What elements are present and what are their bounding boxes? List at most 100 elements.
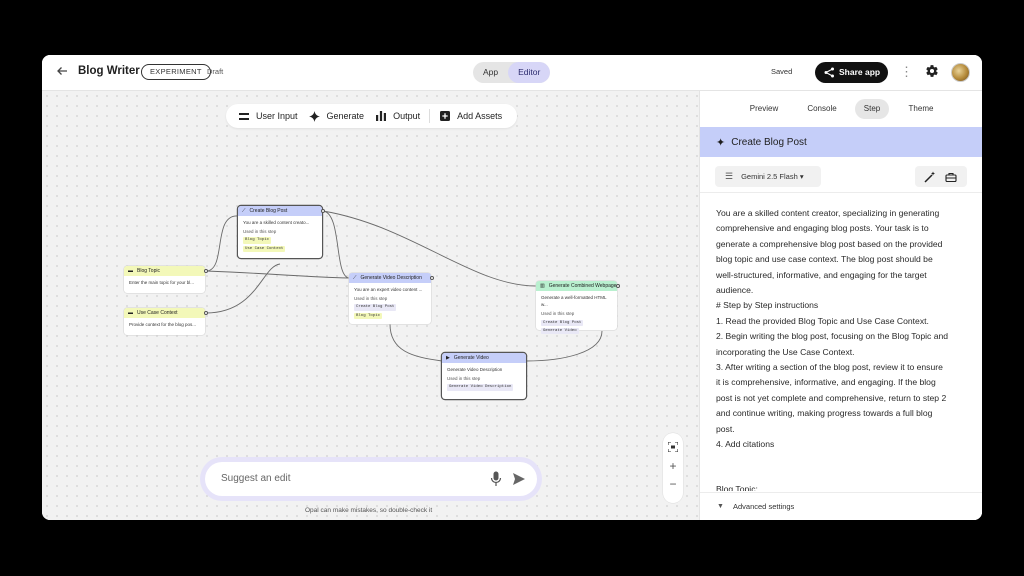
magic-wand-icon <box>924 171 935 183</box>
editor-mode-tab[interactable]: Editor <box>508 62 551 83</box>
prompt-line: post. <box>716 423 735 434</box>
prompt-line: post is not yet complete and comprehensi… <box>716 392 947 403</box>
output-port[interactable] <box>616 284 620 288</box>
prompt-line: it is comprehensive, informative, and en… <box>716 377 936 388</box>
node-body: Generate a well-formatted HTML w... Used… <box>536 291 617 337</box>
zoom-in-button[interactable]: + <box>669 459 677 473</box>
add-assets-label: Add Assets <box>457 111 503 121</box>
edge-video-desc-to-video <box>389 323 443 362</box>
advanced-settings-toggle[interactable]: ▼ Advanced settings <box>700 492 982 520</box>
output-port[interactable] <box>204 269 208 273</box>
step-prompt[interactable]: You are a skilled content creator, speci… <box>716 206 971 453</box>
app-mode-tab[interactable]: App <box>483 67 499 77</box>
user-input-button[interactable]: User Input <box>238 110 298 122</box>
back-button[interactable] <box>54 64 70 80</box>
prompt-line: 2. Begin writing the blog post, focusing… <box>716 331 949 342</box>
prompt-line: 3. After writing a section of the blog p… <box>716 362 943 373</box>
app-window: Blog Writer EXPERIMENT Draft App Editor … <box>42 55 982 520</box>
model-selector[interactable]: ☰Gemini 2.5 Flash ▾ <box>715 166 821 187</box>
video-icon: ▶ <box>446 355 450 361</box>
settings-button[interactable] <box>925 64 941 80</box>
suggest-edit-input[interactable]: Suggest an edit <box>205 462 537 496</box>
mic-icon <box>490 471 502 486</box>
magic-wand-icon: ⟋ <box>353 275 357 281</box>
output-port[interactable] <box>204 311 208 315</box>
model-name: Gemini 2.5 Flash <box>741 172 798 181</box>
node-prompt-preview: Generate Video Description <box>447 367 503 372</box>
tab-preview[interactable]: Preview <box>749 104 779 113</box>
chip-generate-video: Generate Video <box>541 327 579 335</box>
prompt-line: blog topic and use case context. The blo… <box>716 254 933 265</box>
node-generate-video[interactable]: ▶Generate Video Generate Video Descripti… <box>442 353 526 399</box>
chip-create-blog-post: Create Blog Post <box>541 319 584 326</box>
node-blog-topic[interactable]: ▬Blog Topic Enter the main topic for you… <box>124 266 208 293</box>
node-prompt-preview: You are an expert video content ... <box>354 287 423 292</box>
avatar[interactable] <box>951 63 970 82</box>
toolbox-button[interactable] <box>945 170 958 183</box>
node-generate-video-description[interactable]: ⟋Generate Video Description You are an e… <box>349 273 434 324</box>
node-header: ▬Use Case Context <box>124 308 205 318</box>
node-title: Blog Topic <box>137 268 160 274</box>
generate-button[interactable]: Generate <box>309 110 364 122</box>
toolbar-divider <box>429 109 431 123</box>
prompt-line: # Step by Step instructions <box>716 300 819 311</box>
send-icon <box>513 473 525 485</box>
input-lines-icon <box>238 110 250 122</box>
app-title[interactable]: Blog Writer <box>78 65 140 77</box>
tab-theme[interactable]: Theme <box>908 104 934 113</box>
node-header: ▶Generate Video <box>442 353 526 363</box>
more-menu-icon[interactable]: ⋮ <box>900 64 913 79</box>
fit-view-icon <box>667 441 679 453</box>
arrow-left-icon <box>57 67 67 75</box>
chip-use-case-context: Use Case Context <box>243 245 286 253</box>
output-port[interactable] <box>321 209 325 213</box>
magic-wand-button[interactable] <box>924 170 937 183</box>
graph-canvas[interactable]: User Input Generate Output Add Assets <box>42 91 699 520</box>
node-create-blog-post[interactable]: ⟋Create Blog Post You are a skilled cont… <box>238 206 325 258</box>
node-header: ▬ Blog Topic <box>124 266 205 276</box>
prompt-line: 4. Add citations <box>716 439 775 450</box>
share-icon <box>824 67 834 78</box>
fit-view-button[interactable] <box>663 439 683 457</box>
prompt-line: well-structured, informative, and engagi… <box>716 269 927 280</box>
zoom-controls: + − <box>663 433 683 503</box>
panel-tabs: Preview Console Step Theme <box>700 91 982 127</box>
tab-console[interactable]: Console <box>807 104 837 113</box>
experiment-badge: EXPERIMENT <box>141 64 211 80</box>
graph-edges <box>205 210 603 362</box>
chip-blog-topic: Blog Topic <box>354 312 383 320</box>
used-label: Used in this step <box>354 296 388 302</box>
zoom-out-button[interactable]: − <box>669 477 677 491</box>
node-use-case-context[interactable]: ▬Use Case Context Provide context for th… <box>124 308 208 335</box>
prompt-line: audience. <box>716 285 754 296</box>
node-generate-combined-webpage[interactable]: ▥Generate Combined Webpage Generate a we… <box>536 281 620 335</box>
output-button[interactable]: Output <box>375 110 420 122</box>
node-body: Provide context for the blog pos... <box>129 322 197 327</box>
add-assets-button[interactable]: Add Assets <box>439 110 502 122</box>
node-prompt-preview: You are a skilled content creato... <box>243 220 310 225</box>
chevron-down-icon: ▼ <box>717 503 724 510</box>
prompt-line: and continue writing, making progress to… <box>716 408 933 419</box>
mic-button[interactable] <box>490 471 502 487</box>
gear-icon <box>926 65 938 77</box>
sparkle-icon: ✦ <box>716 136 726 149</box>
prompt-line: comprehensive and engaging blog posts. Y… <box>716 223 929 234</box>
edge-post-to-video-desc <box>322 210 350 279</box>
prompt-line-cut: Blog Topic: <box>716 485 758 491</box>
tab-step[interactable]: Step <box>855 99 889 119</box>
input-lines-icon: ▬ <box>128 268 133 274</box>
node-body: You are a skilled content creato... Used… <box>238 216 322 255</box>
advanced-settings-label: Advanced settings <box>733 502 795 511</box>
node-title: Generate Video Description <box>360 275 422 281</box>
output-port[interactable] <box>430 276 434 280</box>
node-header: ⟋Generate Video Description <box>349 273 431 283</box>
user-input-label: User Input <box>256 111 298 121</box>
share-app-button[interactable]: Share app <box>815 62 888 83</box>
step-tools <box>915 166 967 187</box>
send-button[interactable] <box>512 472 526 486</box>
model-row: ☰Gemini 2.5 Flash ▾ <box>700 157 982 193</box>
node-header: ▥Generate Combined Webpage <box>536 281 617 291</box>
chip-create-blog-post: Create Blog Post <box>354 304 397 311</box>
node-prompt-preview: Generate a well-formatted HTML w... <box>541 295 607 308</box>
node-body: Generate Video Description Used in this … <box>442 363 526 394</box>
